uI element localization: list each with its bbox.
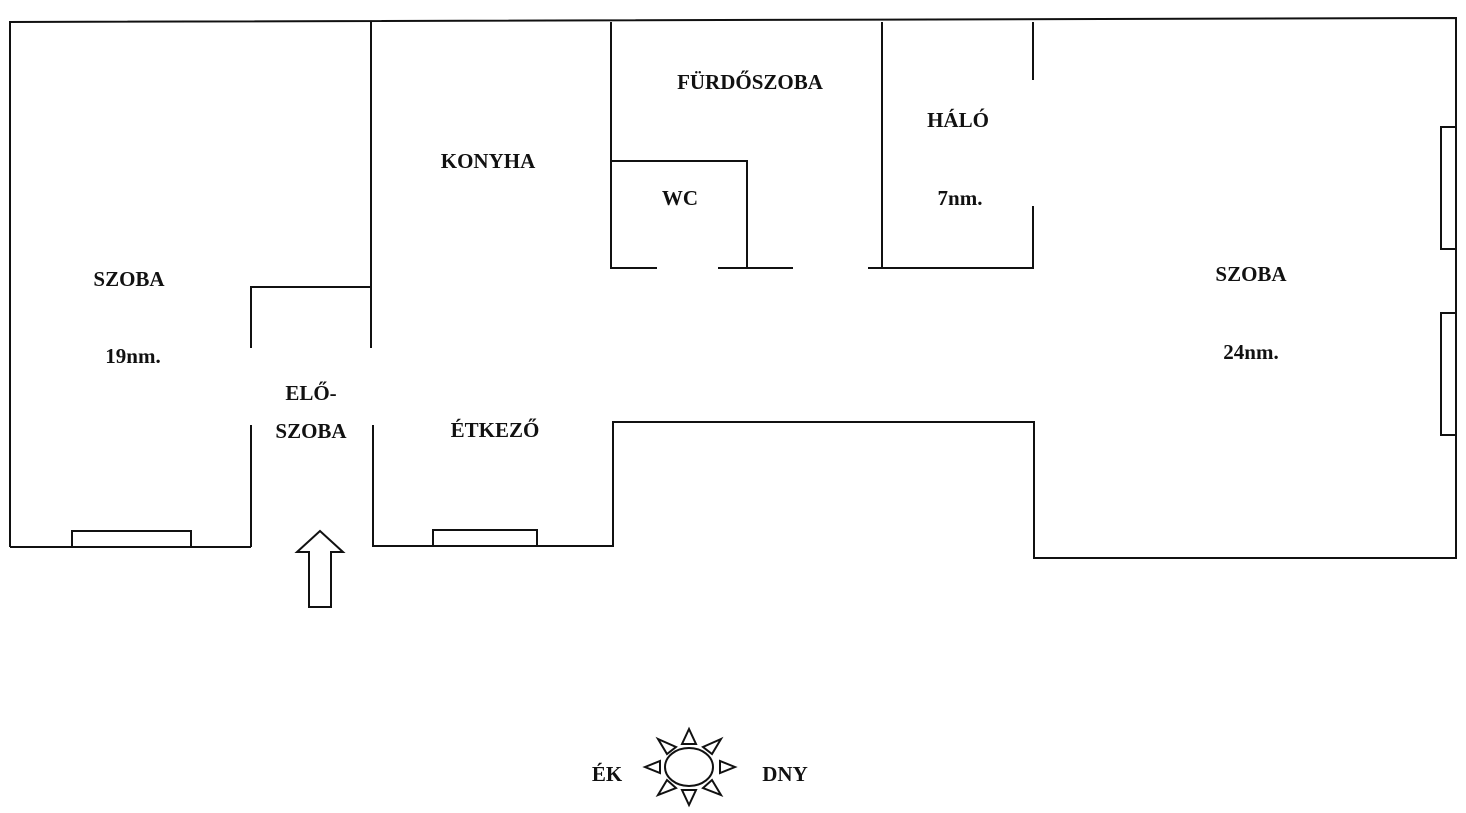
room-area-szoba-left: 19nm. [105,344,160,368]
room-label-eloszoba-1: ELŐ- [285,381,336,405]
window [1440,126,1457,250]
room-label-halo: HÁLÓ [927,108,989,132]
room-label-eloszoba-2: SZOBA [275,419,347,443]
window [1440,312,1457,436]
room-area-szoba-right: 24nm. [1223,340,1278,364]
window [432,529,538,547]
room-label-wc: WC [662,186,698,210]
window [71,530,192,548]
room-label-etkezo: ÉTKEZŐ [451,418,540,442]
sun-icon [642,726,738,808]
room-area-halo: 7nm. [938,186,983,210]
room-label-szoba-right: SZOBA [1215,262,1287,286]
room-label-konyha: KONYHA [441,149,536,173]
room-label-szoba-left: SZOBA [93,267,165,291]
walls [9,16,1457,559]
room-label-furdoszoba: FÜRDŐSZOBA [677,70,824,94]
entrance-arrow-icon [294,529,346,608]
compass-left-label: ÉK [592,762,623,786]
compass-right-label: DNY [762,762,808,786]
windows [71,126,1457,548]
